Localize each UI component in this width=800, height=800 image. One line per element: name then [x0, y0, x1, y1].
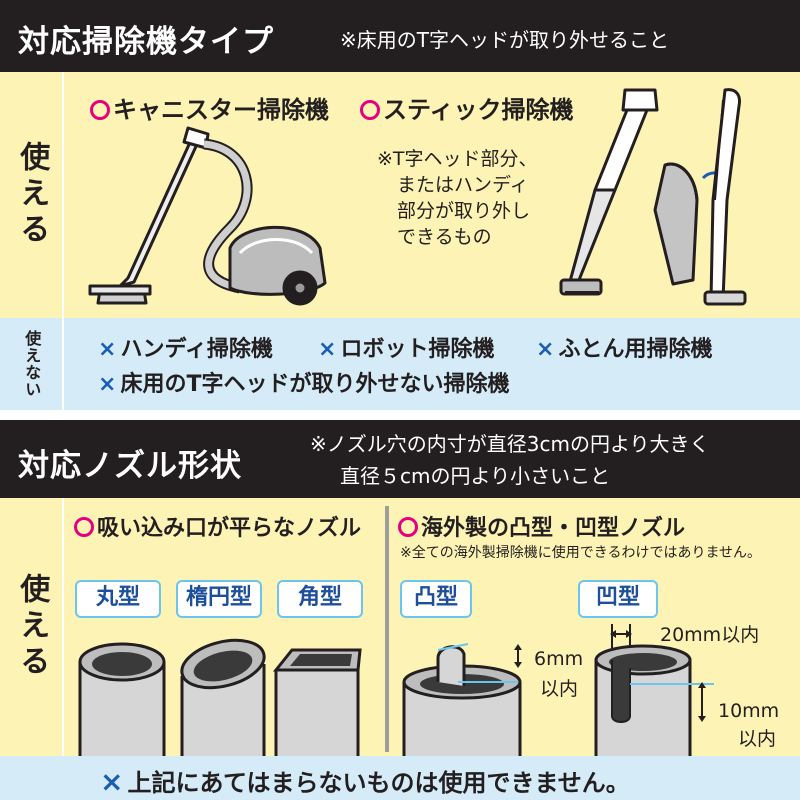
section1-header: 対応掃除機タイプ ※床用のT字ヘッドが取り外せること [0, 0, 800, 72]
stick-note-line: ※T字ヘッド部分、 [377, 148, 538, 170]
ok-canister-label: キャニスター掃除機 [113, 96, 329, 124]
section2-note-line2: 直径５cmの円より小さいこと [340, 464, 611, 488]
section2-can-label-text: 使える [14, 573, 50, 681]
square-nozzle-illustration [272, 648, 362, 760]
section1-cannot-label: 使えない [0, 318, 62, 410]
section1-cannot-area [0, 318, 800, 410]
stick-note-line: またはハンディ [397, 174, 529, 196]
ng-cross-icon: × [100, 765, 124, 798]
ng-cross-icon: × [536, 337, 555, 362]
left-heading-label: 吸い込み口が平らなノズル [97, 516, 362, 541]
ng-cross-icon: × [318, 337, 337, 362]
section2-title: 対応ノズル形状 [18, 448, 242, 484]
shape-oval-badge: 楕円型 [176, 580, 262, 618]
section1-can-label: 使える [0, 72, 62, 318]
convex-nozzle-illustration [402, 643, 522, 760]
ng-item-handy: ×ハンディ掃除機 [98, 331, 273, 363]
dim-6mm: 6mm [534, 648, 584, 670]
ng-item-label: ふとん用掃除機 [558, 337, 713, 362]
ok-stick-label: スティック掃除機 [383, 96, 574, 124]
ng-item-robot: ×ロボット掃除機 [318, 331, 494, 363]
footer-bar [0, 756, 800, 800]
ok-circle-icon [398, 517, 418, 537]
left-heading: 吸い込み口が平らなノズル [74, 510, 361, 542]
stick-note-line: できるもの [397, 226, 492, 248]
stick-note-line: 部分が取り外し [397, 200, 531, 222]
ng-item-futon: ×ふとん用掃除機 [536, 331, 712, 363]
shape-round-badge: 丸型 [75, 580, 161, 618]
section2-can-divider [62, 498, 64, 756]
ng-item-label: ハンディ掃除機 [120, 337, 273, 362]
section1-title: 対応掃除機タイプ [18, 24, 274, 60]
section2-note-line1: ※ノズル穴の内寸が直径3cmの円より大きく [310, 432, 710, 456]
dim-10mm: 10mm [718, 700, 780, 722]
ok-stick-heading: スティック掃除機 [360, 90, 574, 125]
convex-badge: 凸型 [400, 580, 472, 618]
ok-canister-heading: キャニスター掃除機 [90, 90, 329, 125]
round-nozzle-illustration [78, 642, 166, 760]
ok-circle-icon [74, 517, 94, 537]
stick-note: ※T字ヘッド部分、 またはハンディ 部分が取り外し できるもの [377, 146, 538, 250]
dim-20mm: 20mm以内 [660, 624, 760, 646]
ng-item-label: 床用のT字ヘッドが取り外せない掃除機 [120, 372, 510, 397]
dim-6mm-sub: 以内 [540, 678, 579, 700]
oval-nozzle-illustration [180, 638, 266, 760]
section2-header: 対応ノズル形状 ※ノズル穴の内寸が直径3cmの円より大きく 直径５cmの円より小… [0, 420, 800, 498]
ng-item-label: ロボット掃除機 [340, 337, 495, 362]
canister-vacuum-illustration [88, 126, 327, 306]
section2-can-label: 使える [0, 498, 62, 756]
footer-label: 上記にあてはまらないものは使用できません。 [127, 769, 630, 797]
section2-middle-divider [385, 506, 389, 752]
ng-cross-icon: × [98, 372, 117, 397]
section1-note: ※床用のT字ヘッドが取り外せること [340, 28, 669, 52]
right-note: ※全ての海外製掃除機に使用できるわけではありません。 [400, 545, 762, 561]
ok-circle-icon [360, 100, 380, 120]
dim-10mm-sub: 以内 [738, 728, 777, 750]
right-heading-label: 海外製の凸型・凹型ノズル [421, 516, 686, 541]
concave-badge: 凹型 [578, 580, 658, 618]
section1-cannot-label-text: 使えない [22, 330, 42, 398]
ng-item-fixed-head: ×床用のT字ヘッドが取り外せない掃除機 [98, 366, 509, 398]
section1-can-label-text: 使える [14, 141, 50, 249]
stick-vacuum-illustration [559, 88, 747, 306]
footer-text: ×上記にあてはまらないものは使用できません。 [100, 763, 630, 798]
right-heading: 海外製の凸型・凹型ノズル [398, 510, 685, 542]
ng-cross-icon: × [98, 337, 117, 362]
shape-square-badge: 角型 [277, 580, 363, 618]
section1-cannot-divider [62, 318, 64, 410]
ok-circle-icon [90, 100, 110, 120]
